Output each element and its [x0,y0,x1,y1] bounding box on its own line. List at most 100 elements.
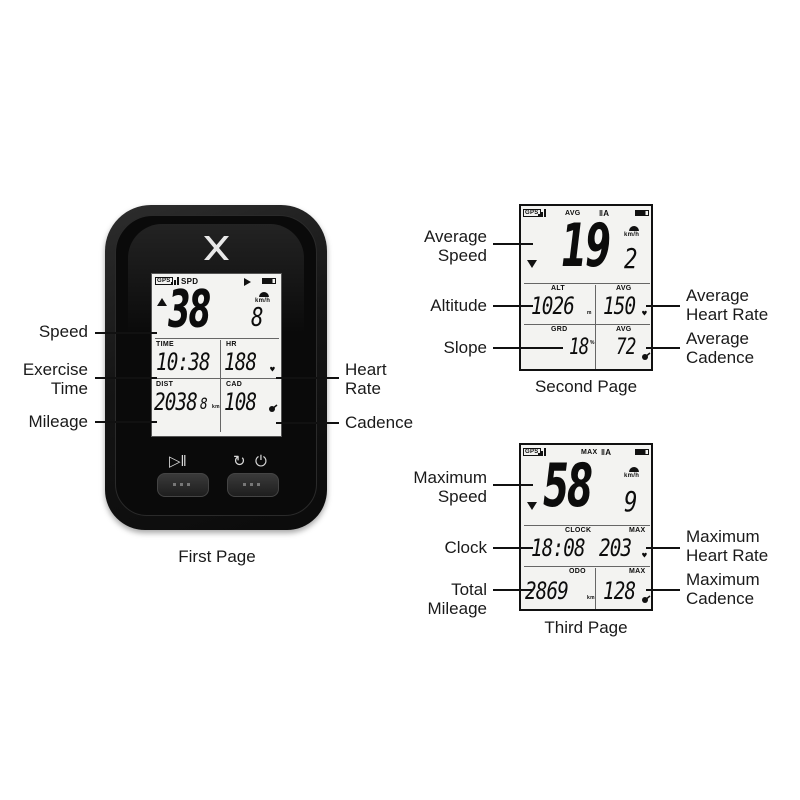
heart-icon: ♥ [642,309,647,318]
signal-icon [538,448,546,456]
battery-icon [635,210,649,216]
pause-status-icon: ‖A [599,209,610,218]
label-total-mileage-1: Total [451,580,487,599]
clock-label: CLOCK [565,527,592,534]
odo-label: ODO [569,568,586,575]
signal-icon [171,277,179,285]
speedometer-icon [629,467,639,472]
divider [595,568,596,609]
caption-third-page: Third Page [544,618,628,637]
spd-indicator: SPD [181,277,199,286]
leader-line [646,347,680,349]
altitude-value: 1026 [531,292,575,320]
divider [524,566,650,567]
speed-down-arrow-icon [527,260,537,268]
divider [155,338,279,339]
leader-line [493,589,533,591]
third-page-screen: GPS MAX ‖A 58 km/h 9 CLOCK MAX 18:08 203… [519,443,653,611]
alt-label: ALT [551,285,565,292]
dist-value: 2038 [154,388,198,416]
time-label: TIME [156,341,174,348]
cad-value: 108 [224,388,257,416]
label-exercise-time-2: Time [50,379,88,398]
label-altitude: Altitude [430,296,487,315]
grd-label: GRD [551,326,568,333]
page-power-button[interactable] [227,473,279,497]
speedometer-icon [259,292,269,297]
label-clock: Clock [444,538,487,557]
crank-icon [642,352,651,360]
divider [524,324,650,325]
odo-value: 2869 [525,577,569,605]
gps-indicator: GPS [155,277,173,285]
speed-decimal: 2 [624,242,637,275]
second-page-screen: GPS AVG ‖A 19 km/h 2 ALT AVG 1026 m 150 … [519,204,653,371]
leader-line [493,305,533,307]
speed-unit: km/h [624,473,640,479]
avg-hr-label: AVG [616,285,632,292]
label-exercise-time-1: Exercise [22,360,88,379]
time-value: 10:38 [156,348,211,376]
label-maximum-heart-rate-1: Maximum [686,527,760,546]
play-status-icon [244,278,251,286]
leader-line [646,305,680,307]
label-heart-rate-2: Rate [345,379,381,398]
brand-logo-icon [204,236,229,260]
leader-line [493,547,533,549]
slope-unit: % [590,340,595,346]
dist-label: DIST [156,381,174,388]
max-hr-value: 203 [599,534,632,562]
battery-icon [262,278,276,284]
odo-unit: km [587,595,595,601]
divider [595,285,596,369]
label-average-speed-2: Speed [437,246,487,265]
speed-up-arrow-icon [157,298,167,306]
signal-icon [538,209,546,217]
leader-line [276,377,339,379]
leader-line [493,243,533,245]
leader-line [95,377,157,379]
slope-value: 18 [569,335,589,360]
label-maximum-speed-1: Maximum [413,468,487,487]
label-average-heart-rate-1: Average [686,286,750,305]
speedometer-icon [629,226,639,231]
crank-icon [269,404,278,412]
avg-cad-label: AVG [616,326,632,333]
gps-indicator: GPS [523,209,541,217]
label-maximum-cadence-2: Cadence [686,589,755,608]
power-icon: ⏻ [255,453,267,470]
leader-line [646,547,680,549]
leader-line [493,347,563,349]
clock-value: 18:08 [531,534,586,562]
caption-second-page: Second Page [534,377,638,396]
label-mileage: Mileage [28,412,88,431]
leader-line [95,421,157,423]
speed-unit: km/h [255,298,271,304]
divider [155,378,279,379]
heart-icon: ♥ [642,551,647,560]
speed-decimal: 8 [251,303,264,333]
divider [524,525,650,526]
speed-integer: 19 [561,211,611,281]
speed-integer: 38 [168,280,211,340]
heart-icon: ♥ [270,365,275,374]
hr-value: 188 [224,348,257,376]
speed-unit: km/h [624,232,640,238]
start-pause-button[interactable] [157,473,209,497]
mode-indicator: AVG [565,210,581,217]
hr-label: HR [226,341,237,348]
speed-down-arrow-icon [527,502,537,510]
speed-decimal: 9 [624,485,637,518]
cad-label: CAD [226,381,243,388]
max-cad-value: 128 [603,577,636,605]
bike-computer-device: GPS SPD 38 km/h 8 TIME HR 10:38 188 ♥ DI… [105,205,327,530]
label-heart-rate-1: Heart [345,360,387,379]
label-average-cadence-2: Cadence [686,348,755,367]
divider [220,340,221,432]
play-pause-icon: ▷‖ [169,453,187,470]
label-maximum-heart-rate-2: Heart Rate [686,546,769,565]
caption-first-page: First Page [178,547,256,566]
mode-indicator: MAX [581,449,598,456]
avg-cad-value: 72 [616,335,636,360]
avg-hr-value: 150 [603,292,636,320]
